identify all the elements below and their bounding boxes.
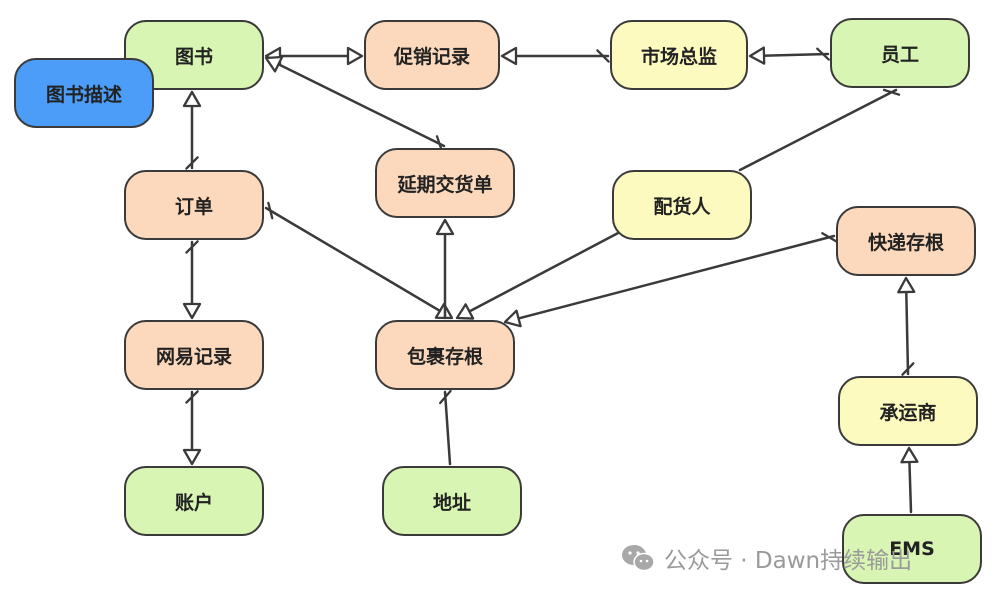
edge-ems-carrier bbox=[900, 446, 919, 514]
node-express-stub[interactable]: 快递存根 bbox=[836, 206, 976, 276]
edge-carrier-express bbox=[897, 276, 916, 376]
node-backorder[interactable]: 延期交货单 bbox=[375, 148, 515, 218]
edge-order-netease bbox=[182, 240, 202, 320]
node-order-label: 订单 bbox=[174, 195, 213, 218]
edge-book-order bbox=[182, 90, 202, 170]
edge-parcel-address bbox=[438, 389, 452, 466]
edge-backorder-parcel bbox=[435, 218, 455, 320]
node-parcel-stub-label: 包裹存根 bbox=[406, 345, 483, 368]
edge-order-parcel bbox=[264, 201, 454, 320]
node-backorder-label: 延期交货单 bbox=[397, 173, 493, 196]
node-employee[interactable]: 员工 bbox=[830, 18, 970, 88]
node-employee-label: 员工 bbox=[880, 43, 919, 66]
edge-promo-market bbox=[500, 46, 610, 66]
node-market-director-label: 市场总监 bbox=[640, 45, 717, 68]
node-promotion-record[interactable]: 促销记录 bbox=[364, 20, 500, 90]
node-book[interactable]: 图书 bbox=[124, 20, 264, 90]
node-book-description-label: 图书描述 bbox=[45, 83, 122, 106]
node-carrier[interactable]: 承运商 bbox=[838, 376, 978, 446]
node-ems[interactable]: EMS bbox=[842, 514, 982, 584]
node-distributor[interactable]: 配货人 bbox=[612, 170, 752, 240]
edge-market-employee bbox=[748, 46, 830, 65]
watermark-text: 公众号 · Dawn持续输出 bbox=[664, 548, 913, 574]
edge-distributor-employee bbox=[738, 88, 901, 172]
node-address[interactable]: 地址 bbox=[382, 466, 522, 536]
watermark: 公众号 · Dawn持续输出 bbox=[620, 538, 912, 578]
node-netease-record-label: 网易记录 bbox=[155, 345, 232, 368]
node-ems-label: EMS bbox=[889, 538, 935, 560]
node-address-label: 地址 bbox=[432, 491, 471, 514]
edge-distributor-parcel bbox=[455, 230, 622, 320]
node-express-stub-label: 快递存根 bbox=[867, 231, 944, 254]
node-account-label: 账户 bbox=[174, 491, 213, 514]
node-parcel-stub[interactable]: 包裹存根 bbox=[375, 320, 515, 390]
node-market-director[interactable]: 市场总监 bbox=[610, 20, 748, 90]
node-netease-record[interactable]: 网易记录 bbox=[124, 320, 264, 390]
node-book-label: 图书 bbox=[174, 45, 213, 68]
edge-netease-account bbox=[182, 390, 202, 466]
node-order[interactable]: 订单 bbox=[124, 170, 264, 240]
node-distributor-label: 配货人 bbox=[653, 195, 711, 218]
wechat-icon bbox=[622, 545, 655, 572]
node-account[interactable]: 账户 bbox=[124, 466, 264, 536]
node-carrier-label: 承运商 bbox=[879, 401, 937, 424]
node-promotion-record-label: 促销记录 bbox=[393, 45, 470, 68]
edge-parcel-express bbox=[503, 232, 838, 328]
node-book-description[interactable]: 图书描述 bbox=[14, 58, 154, 128]
